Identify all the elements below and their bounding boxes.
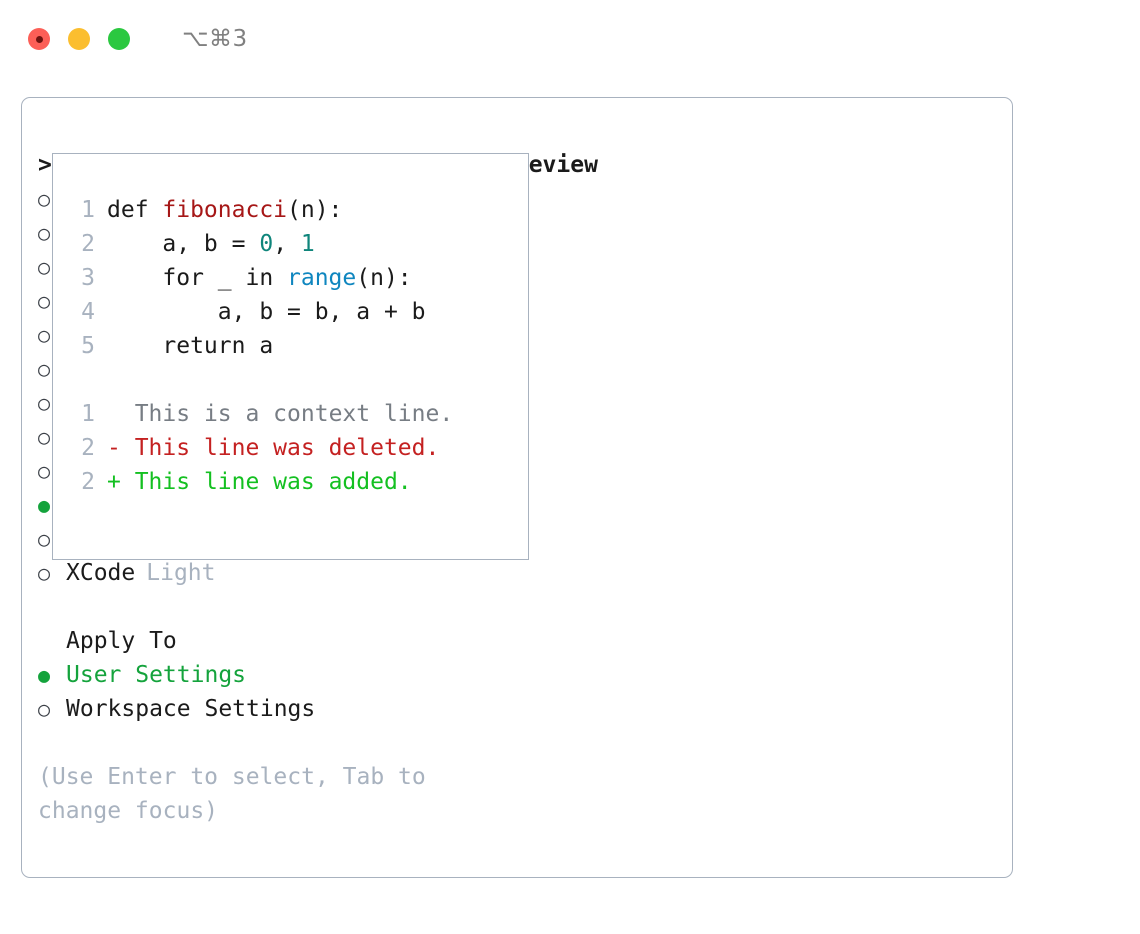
code-line-number: 1 [81,197,95,223]
code-token-plain: , [273,231,301,257]
code-line: 4 a, b = b, a + b [73,295,522,329]
code-token-func: fibonacci [162,197,288,223]
code-line: 2 a, b = 0, 1 [73,227,522,261]
keyboard-shortcut-label: ⌥⌘3 [182,26,248,52]
code-line-number: 2 [81,231,95,257]
theme-option-label: XCode [66,560,136,586]
code-token-plain: for _ in [107,265,288,291]
diff-line-number: 2 [81,469,95,495]
code-line-content: def fibonacci(n): [107,193,342,227]
radio-unselected-icon: ○ [38,697,51,721]
diff-line-number: 2 [81,435,95,461]
radio-unselected-icon: ○ [38,391,51,415]
diff-line-added: 2 + This line was added. [73,465,522,499]
code-token-plain: (n): [356,265,412,291]
diff-line-content: This line was deleted. [134,435,440,461]
code-token-plain: return a [107,333,274,359]
preview-column: Preview [501,148,1001,182]
code-line-content: for _ in range(n): [107,261,412,295]
radio-unselected-icon: ○ [38,561,51,585]
code-line-content: return a [107,329,273,363]
code-line: 1 def fibonacci(n): [73,193,522,227]
radio-unselected-icon: ○ [38,289,51,313]
apply-to-option-label: Workspace Settings [66,696,316,722]
diff-line-content: This is a context line. [134,401,454,427]
code-token-plain: def [107,197,163,223]
code-token-builtin: range [287,265,357,291]
diff-line-context: 1 This is a context line. [73,397,522,431]
theme-variant-badge: Light [146,560,216,586]
main-panel: > Select Theme ○ANSIDark○Atom OneDark○Ay… [21,97,1013,878]
radio-unselected-icon: ○ [38,527,51,551]
minimize-window-button[interactable] [68,28,90,50]
apply-to-option-label: User Settings [66,662,247,688]
diff-line-deleted: 2- This line was deleted. [73,431,522,465]
keyboard-hint-text: (Use Enter to select, Tab to change focu… [38,764,440,824]
theme-option-xcode[interactable]: ○ XCode Light [38,556,478,590]
title-bar: ⌥⌘3 [0,0,1140,78]
code-line-content: a, b = 0, 1 [107,227,315,261]
diff-marker [107,397,135,431]
code-token-plain: a, b = [107,231,260,257]
close-window-button[interactable] [28,28,50,50]
maximize-window-button[interactable] [108,28,130,50]
code-token-num: 0 [259,231,274,257]
code-token-plain: (n): [287,197,343,223]
preview-heading: Preview [501,152,598,178]
radio-unselected-icon: ○ [38,255,51,279]
window-controls [28,28,130,50]
code-line-number: 3 [81,265,95,291]
diff-marker: + [107,469,135,495]
code-line: 3 for _ in range(n): [73,261,522,295]
radio-selected-icon: ● [38,663,51,687]
diff-line-content: This line was added. [134,469,412,495]
apply-to-heading: Apply To [66,628,177,654]
code-line-number: 5 [81,333,95,359]
radio-selected-icon: ● [38,493,51,517]
code-line-number: 4 [81,299,95,325]
radio-unselected-icon: ○ [38,323,51,347]
code-diff-spacer [73,363,522,397]
code-line-content: a, b = b, a + b [107,295,426,329]
radio-unselected-icon: ○ [38,187,51,211]
list-spacer [38,590,478,624]
apply-to-option-list: ● User Settings ○ Workspace Settings [38,658,478,726]
code-token-plain: a, b = b, a + b [107,299,426,325]
radio-unselected-icon: ○ [38,357,51,381]
radio-unselected-icon: ○ [38,459,51,483]
code-line: 5 return a [73,329,522,363]
hint-spacer [38,726,478,760]
diff-sample: 1 This is a context line.2- This line wa… [73,397,522,499]
radio-unselected-icon: ○ [38,221,51,245]
diff-line-number: 1 [81,401,95,427]
radio-unselected-icon: ○ [38,425,51,449]
code-token-num: 1 [300,231,315,257]
diff-marker: - [107,435,135,461]
apply-to-option-workspace-settings[interactable]: ○ Workspace Settings [38,692,478,726]
apply-to-option-user-settings[interactable]: ● User Settings [38,658,478,692]
